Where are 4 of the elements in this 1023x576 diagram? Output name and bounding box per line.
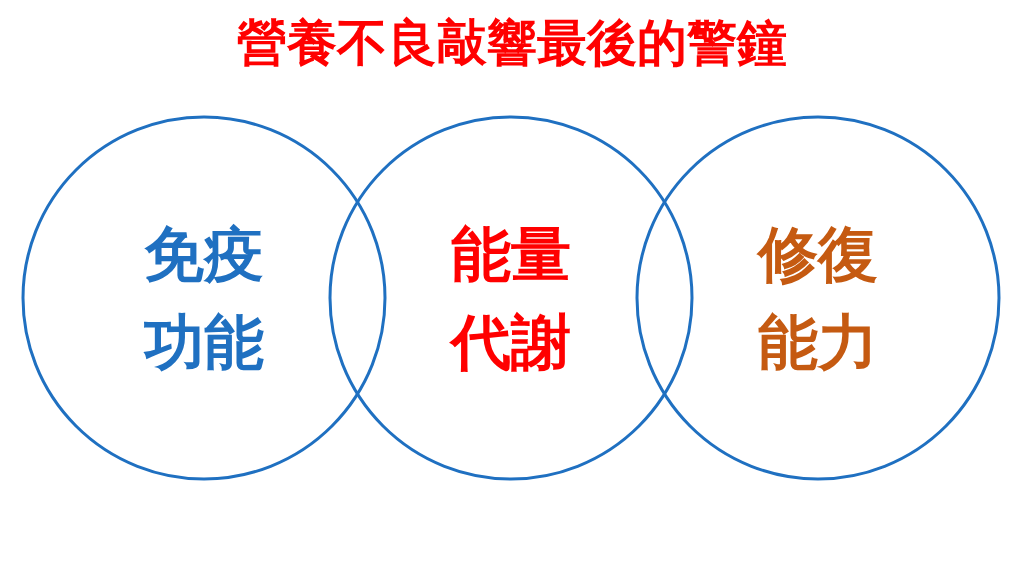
title: 營養不良敲響最後的警鐘 — [236, 14, 787, 72]
circle-label: 能量代謝 — [448, 218, 572, 379]
circle-label: 修復能力 — [755, 218, 879, 379]
circle-label: 免疫功能 — [142, 218, 265, 379]
